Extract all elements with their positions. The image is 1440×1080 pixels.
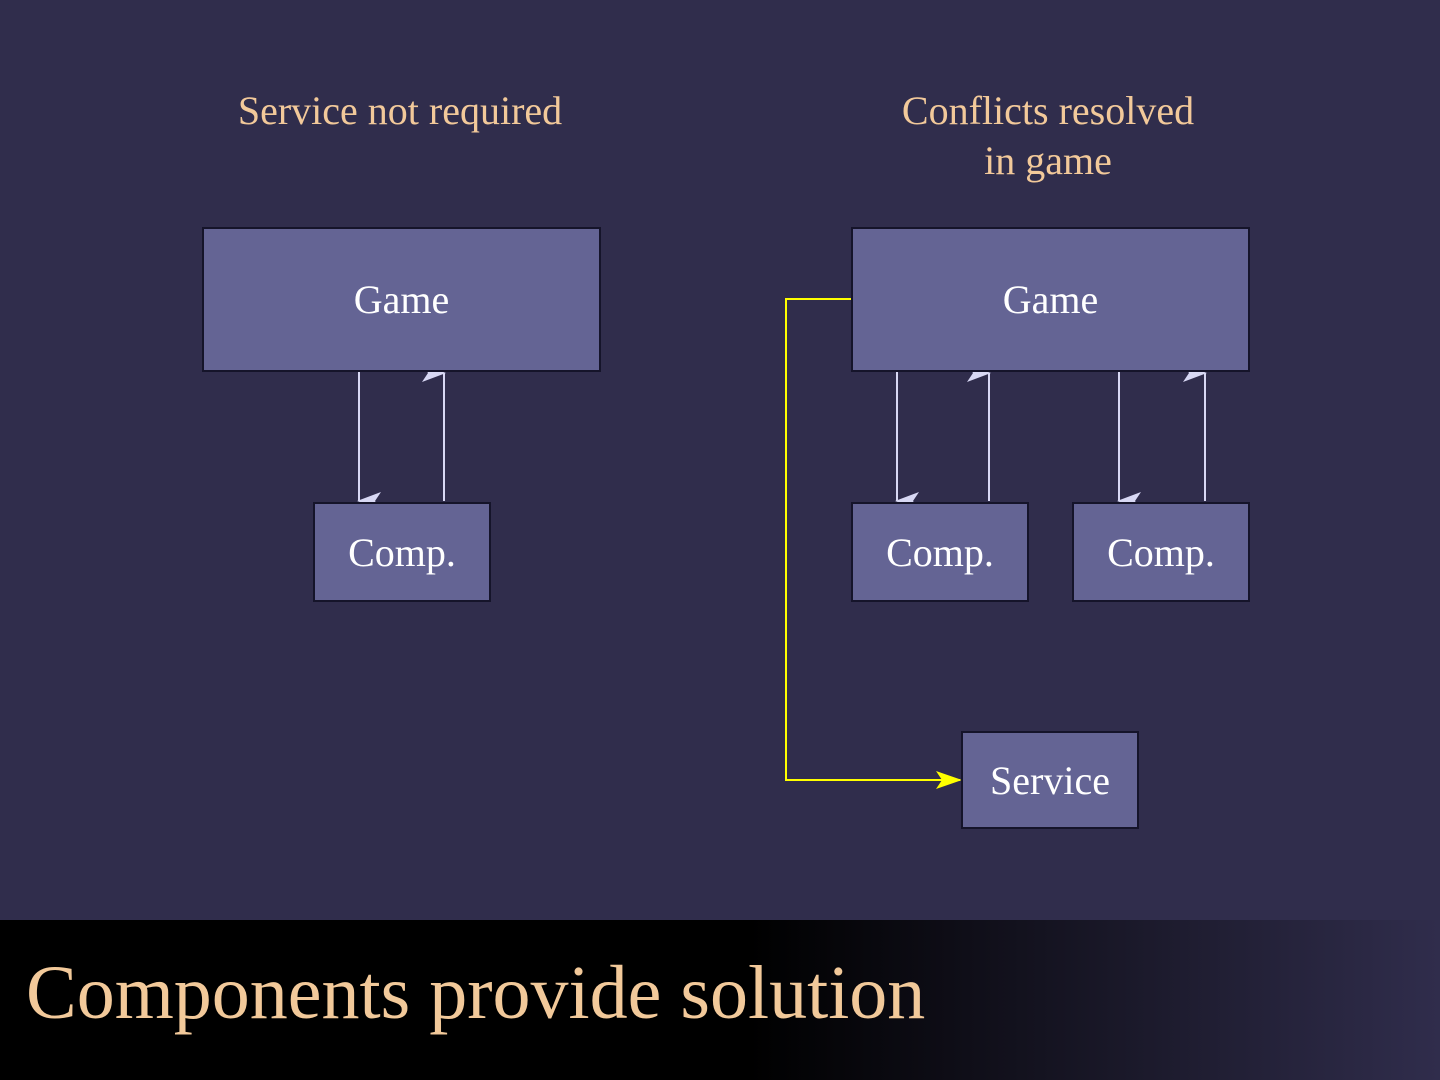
left-heading: Service not required [200, 86, 600, 136]
left-game-label: Game [353, 277, 450, 322]
left-component-label: Comp. [348, 529, 456, 575]
service-connector [785, 298, 962, 789]
left-heading-text: Service not required [237, 88, 563, 133]
right-heading-line2: in game [984, 138, 1112, 183]
title-bar [0, 920, 1440, 1080]
right-component-box-1: Comp. [851, 502, 1029, 602]
right-component-label-1: Comp. [886, 529, 994, 575]
right-component-label-2: Comp. [1107, 529, 1215, 575]
right-game-label: Game [1002, 277, 1099, 322]
left-game-box: Game [202, 227, 601, 372]
right-game-box: Game [851, 227, 1250, 372]
right-heading-line1: Conflicts resolved [901, 88, 1195, 133]
right-heading: Conflicts resolved in game [848, 86, 1248, 186]
service-box: Service [961, 731, 1139, 829]
right-component-box-2: Comp. [1072, 502, 1250, 602]
left-component-box: Comp. [313, 502, 491, 602]
service-label: Service [990, 757, 1110, 803]
slide-title: Components provide solution [26, 951, 926, 1035]
